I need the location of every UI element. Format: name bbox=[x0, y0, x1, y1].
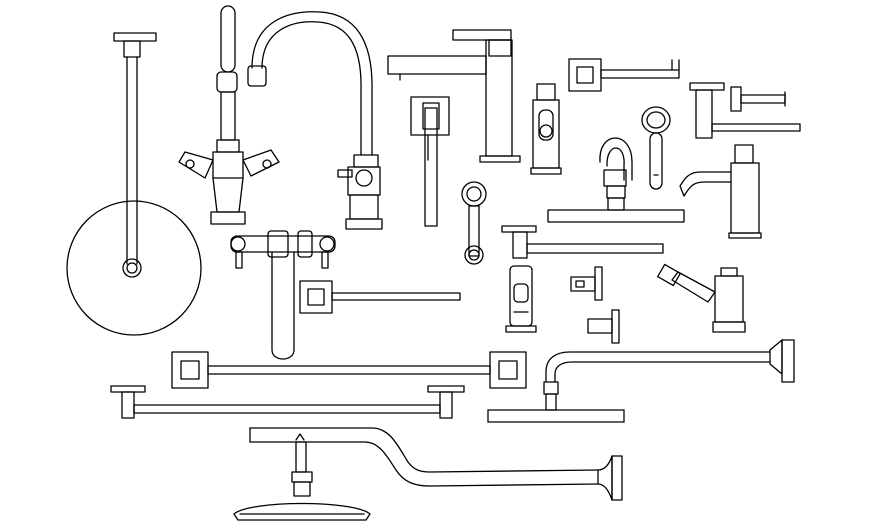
towel-bar-square-icon bbox=[689, 82, 801, 139]
single-lever-basin-tap-icon bbox=[530, 83, 562, 175]
exposed-bath-mixer-icon bbox=[230, 230, 336, 360]
rain-shower-head-icon bbox=[233, 427, 623, 521]
small-basin-tap-icon bbox=[505, 265, 537, 333]
towel-rail-round-icon bbox=[110, 385, 465, 419]
ceiling-shower-head-icon bbox=[66, 32, 202, 336]
wall-spout-icon bbox=[501, 225, 664, 259]
pullout-kitchen-tap-icon bbox=[657, 144, 762, 333]
gooseneck-faucet-icon bbox=[247, 11, 383, 230]
wall-mixer-plate-icon bbox=[410, 96, 450, 227]
toilet-roll-holder-icon bbox=[570, 266, 620, 344]
bridge-kitchen-faucet-icon bbox=[178, 5, 280, 225]
wall-shower-arm-icon bbox=[547, 137, 685, 223]
square-basin-mixer-icon bbox=[387, 29, 521, 163]
towel-ring-square-icon bbox=[568, 58, 680, 92]
shower-arm-side-icon bbox=[487, 339, 795, 423]
towel-rail-square-icon bbox=[299, 280, 461, 314]
long-towel-bar-icon bbox=[171, 351, 527, 389]
wall-lever-valve-icon bbox=[461, 181, 487, 265]
toilet-roll-holder-icon bbox=[641, 106, 671, 190]
